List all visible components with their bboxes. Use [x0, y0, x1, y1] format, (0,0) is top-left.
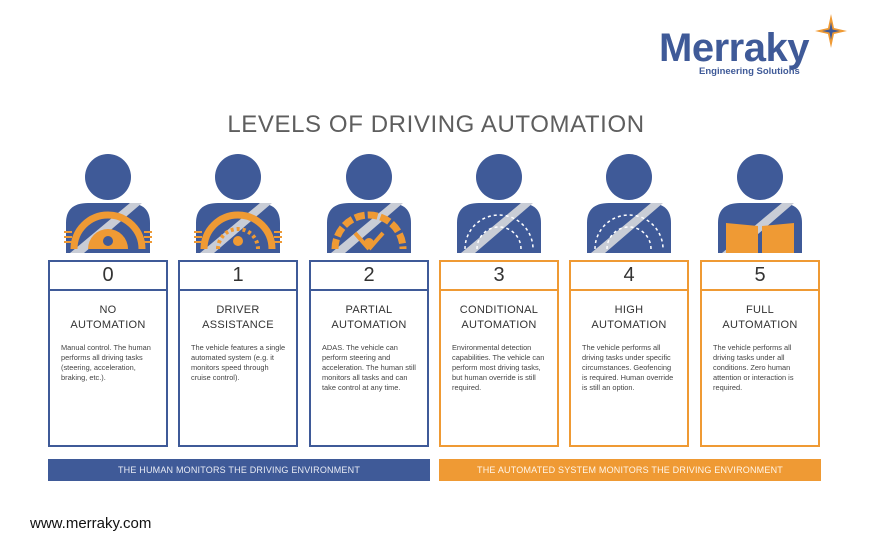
- driver-wheel-icon: [64, 154, 152, 253]
- system-monitors-banner: THE AUTOMATED SYSTEM MONITORS THE DRIVIN…: [439, 459, 821, 481]
- level-card: 1 DRIVER ASSISTANCE The vehicle features…: [178, 260, 298, 447]
- level-number: 5: [702, 262, 818, 291]
- level-title: FULL AUTOMATION: [722, 304, 798, 331]
- level-card: 4 HIGH AUTOMATION The vehicle performs a…: [569, 260, 689, 447]
- level-description: The vehicle features a single automated …: [191, 343, 286, 382]
- level-description: ADAS. The vehicle can perform steering a…: [322, 343, 416, 392]
- level-number: 3: [441, 262, 557, 291]
- level-title: CONDITIONAL AUTOMATION: [459, 304, 539, 331]
- logo-wordmark: Merraky: [659, 26, 809, 70]
- level-description: The vehicle performs all driving tasks u…: [582, 343, 674, 392]
- page-title: LEVELS OF DRIVING AUTOMATION: [227, 111, 645, 139]
- level-title: DRIVER ASSISTANCE: [202, 304, 274, 331]
- level-description: Environmental detection capabilities. Th…: [452, 343, 545, 392]
- driver-wheel-icon: [194, 154, 282, 253]
- human-monitors-banner: THE HUMAN MONITORS THE DRIVING ENVIRONME…: [48, 459, 430, 481]
- driver-wheel-icon: [327, 154, 411, 253]
- level-number: 0: [50, 262, 166, 291]
- level-description: Manual control. The human performs all d…: [61, 343, 151, 382]
- level-description: The vehicle performs all driving tasks u…: [713, 343, 794, 392]
- level-card: 5 FULL AUTOMATION The vehicle performs a…: [700, 260, 820, 447]
- website-url: www.merraky.com: [30, 515, 152, 532]
- level-title: HIGH AUTOMATION: [591, 304, 667, 331]
- level-card: 3 CONDITIONAL AUTOMATION Environmental d…: [439, 260, 559, 447]
- level-number: 4: [571, 262, 687, 291]
- level-card: 0 NO AUTOMATION Manual control. The huma…: [48, 260, 168, 447]
- driver-book-icon: [718, 154, 802, 253]
- level-number: 1: [180, 262, 296, 291]
- driver-dashed-wheel-icon: [457, 154, 541, 253]
- star-icon: [815, 14, 847, 48]
- driver-dashed-wheel-icon: [587, 154, 671, 253]
- level-number: 2: [311, 262, 427, 291]
- level-card: 2 PARTIAL AUTOMATION ADAS. The vehicle c…: [309, 260, 429, 447]
- level-title: NO AUTOMATION: [70, 304, 146, 331]
- logo-tagline: Engineering Solutions: [699, 66, 800, 77]
- merraky-logo: Merraky Engineering Solutions: [655, 14, 855, 84]
- level-title: PARTIAL AUTOMATION: [331, 304, 407, 331]
